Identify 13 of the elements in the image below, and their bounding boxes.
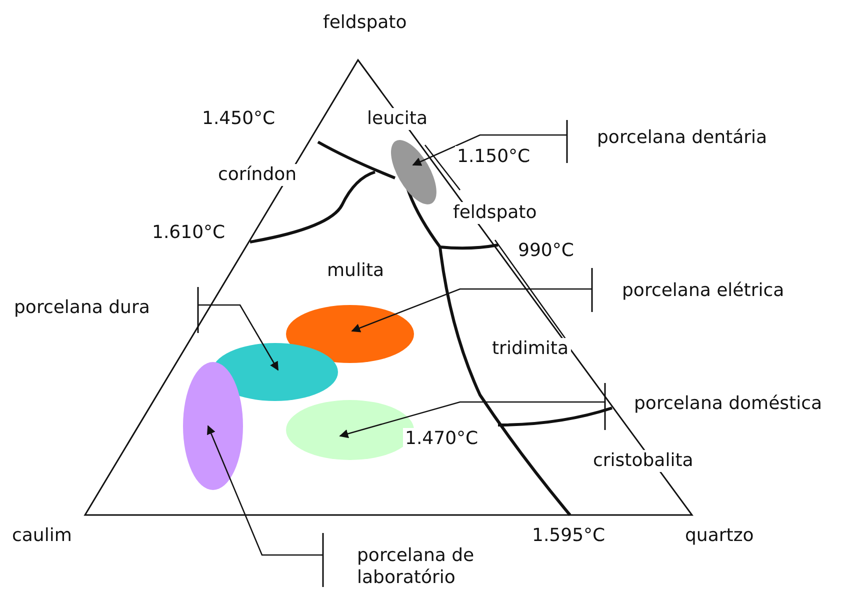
- leader-line: [206, 425, 323, 556]
- phase-region-ellipse: [183, 362, 243, 490]
- leader-line: [339, 401, 605, 438]
- phase-region-ellipse: [391, 140, 437, 204]
- vertex-label: feldspato: [321, 12, 409, 34]
- vertex-label: quartzo: [683, 525, 756, 547]
- leader-line: [412, 134, 567, 166]
- phase-region-ellipse: [286, 305, 414, 363]
- phase-label: coríndon: [216, 164, 299, 186]
- temperature-label: 1.470°C: [403, 428, 480, 450]
- leader-line: [351, 288, 592, 332]
- leader-line: [198, 304, 279, 371]
- phase-label: feldspato: [451, 202, 539, 224]
